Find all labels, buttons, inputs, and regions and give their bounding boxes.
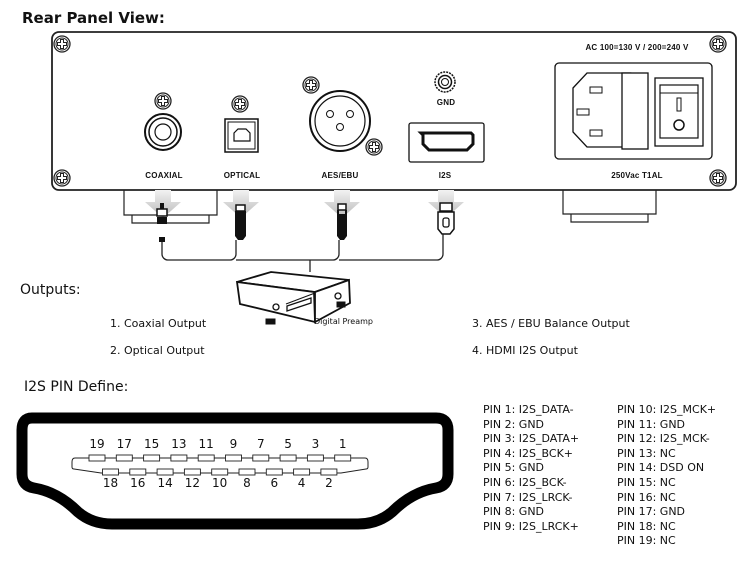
optical-label: OPTICAL — [223, 171, 261, 180]
page-title: Rear Panel View: — [22, 9, 165, 27]
coaxial-label: COAXIAL — [145, 171, 183, 180]
output-item: 2. Optical Output — [110, 344, 205, 357]
panel-foot-right — [562, 190, 657, 223]
gnd-label: GND — [436, 98, 456, 107]
pin-list-col2: PIN 10: I2S_MCK+ PIN 11: GND PIN 12: I2S… — [617, 403, 716, 549]
screw-icon — [53, 35, 71, 53]
hdmi-plug-icon — [437, 202, 455, 235]
output-item: 1. Coaxial Output — [110, 317, 207, 330]
pin-pad — [170, 454, 188, 462]
pin-number: 3 — [311, 437, 320, 451]
pin-pad — [143, 454, 161, 462]
digital-preamp-icon — [235, 271, 351, 325]
pin-entry: PIN 1: I2S_DATA- — [483, 403, 574, 416]
coaxial-plug-icon — [156, 203, 168, 242]
pin-number: 11 — [198, 437, 214, 451]
pin-entry: PIN 18: NC — [617, 519, 676, 533]
aes-ebu-label: AES/EBU — [321, 171, 359, 180]
pin-entry: PIN 6: I2S_BCK- — [483, 475, 567, 489]
pin-entry: PIN 2: GND — [483, 417, 545, 431]
pin-number: 6 — [270, 476, 279, 490]
coaxial-jack-icon — [144, 92, 182, 151]
pin-pad — [320, 468, 338, 476]
ground-terminal-icon — [434, 71, 456, 93]
arrow-down-icon — [223, 190, 259, 218]
screw-icon — [709, 169, 727, 187]
pin-number: 4 — [297, 476, 306, 490]
pin-number: 16 — [130, 476, 146, 490]
cable-lines — [161, 234, 444, 272]
outputs-heading: Outputs: — [20, 282, 81, 298]
screw-icon — [53, 169, 71, 187]
power-rating-label: AC 100=130 V / 200=240 V — [585, 43, 689, 52]
xlr-connector-icon — [302, 76, 383, 156]
pin-entry: PIN 7: I2S_LRCK- — [483, 490, 573, 504]
pin-number: 19 — [89, 437, 105, 451]
pin-pad — [252, 454, 270, 462]
pin-entry: PIN 17: GND — [617, 505, 686, 519]
pin-entry: PIN 16: NC — [617, 490, 676, 504]
pin-pad — [156, 468, 174, 476]
hdmi-pinout-diagram — [16, 412, 454, 530]
pin-number: 9 — [229, 437, 238, 451]
i2s-label: I2S — [438, 171, 452, 180]
pin-pad — [265, 468, 283, 476]
pin-pad — [115, 454, 133, 462]
power-inlet-module — [554, 62, 713, 160]
pin-pad — [211, 468, 229, 476]
output-item: 3. AES / EBU Balance Output — [472, 317, 630, 330]
pin-entry: PIN 11: GND — [617, 417, 686, 431]
screw-icon — [709, 35, 727, 53]
pin-number: 17 — [116, 437, 132, 451]
pin-number: 12 — [184, 476, 201, 490]
pin-number: 7 — [256, 437, 265, 451]
pin-number: 13 — [171, 437, 187, 451]
preamp-label: Digital Preamp — [314, 317, 373, 326]
pin-entry: PIN 9: I2S_LRCK+ — [483, 519, 579, 533]
pin-pad — [293, 468, 311, 476]
xlr-plug-icon — [337, 203, 347, 240]
output-item: 4. HDMI I2S Output — [472, 344, 578, 357]
pin-entry: PIN 8: GND — [483, 505, 545, 519]
pin-pad — [197, 454, 215, 462]
pin-pad — [279, 454, 297, 462]
pin-pad — [88, 454, 106, 462]
pin-number: 5 — [284, 437, 292, 451]
pin-entry: PIN 4: I2S_BCK+ — [483, 446, 573, 460]
pin-number: 8 — [243, 476, 251, 490]
pin-pad — [183, 468, 201, 476]
hdmi-port-icon — [408, 122, 485, 163]
pin-entry: PIN 12: I2S_MCK- — [617, 432, 710, 446]
pin-entry: PIN 14: DSD ON — [617, 461, 705, 475]
pin-number: 10 — [212, 476, 228, 490]
optical-plug-icon — [235, 204, 246, 240]
pin-define-heading: I2S PIN Define: — [24, 379, 129, 395]
fuse-label: 250Vac T1AL — [611, 171, 663, 180]
pin-number: 18 — [102, 476, 119, 490]
pin-pad — [225, 454, 242, 462]
pin-pad — [102, 468, 119, 476]
pin-entry: PIN 3: I2S_DATA+ — [483, 432, 580, 446]
pin-pad — [334, 454, 352, 462]
optical-port-icon — [224, 95, 259, 153]
pin-entry: PIN 15: NC — [617, 475, 676, 489]
pin-number: 15 — [143, 437, 160, 451]
pin-pad — [129, 468, 147, 476]
pin-entry: PIN 13: NC — [617, 446, 676, 460]
pin-entry: PIN 19: NC — [617, 534, 676, 548]
pin-number: 2 — [325, 476, 333, 490]
pin-list-col1: PIN 1: I2S_DATA- PIN 2: GND PIN 3: I2S_D… — [483, 403, 579, 534]
pin-pad — [306, 454, 324, 462]
pin-number: 14 — [157, 476, 173, 490]
pin-entry: PIN 5: GND — [483, 461, 545, 475]
pin-pad — [238, 468, 256, 476]
pin-entry: PIN 10: I2S_MCK+ — [617, 403, 717, 416]
pin-number: 1 — [338, 437, 347, 451]
